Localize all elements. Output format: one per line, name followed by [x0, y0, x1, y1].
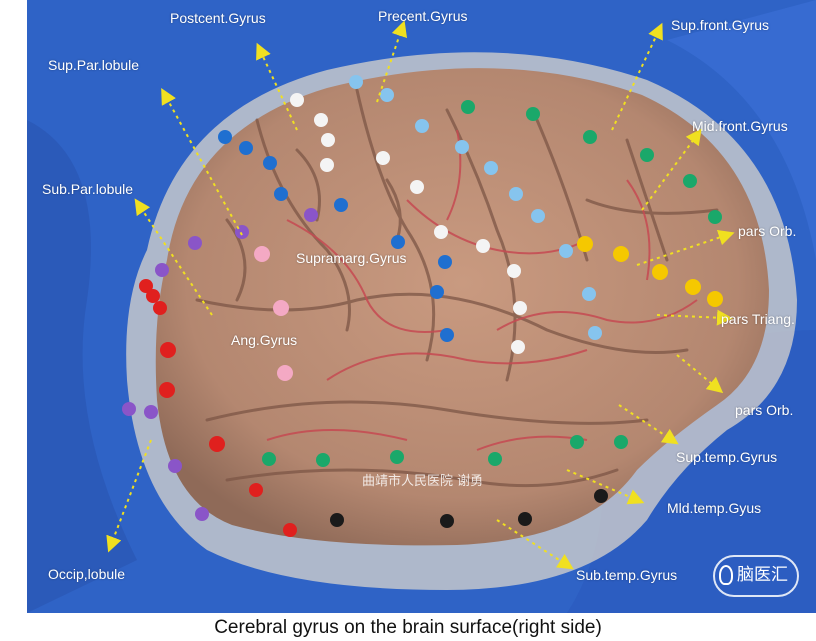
- label-pars-orb-lower: pars Orb.: [735, 402, 794, 418]
- brain-photo: Postcent.Gyrus Precent.Gyrus Sup.front.G…: [27, 0, 816, 613]
- figure-caption: Cerebral gyrus on the brain surface(righ…: [214, 617, 602, 638]
- brain-surface: [155, 68, 769, 546]
- label-sup-front-gyrus: Sup.front.Gyrus: [671, 17, 770, 33]
- label-occip-lobule: Occip,lobule: [48, 566, 126, 582]
- label-mid-front-gyrus: Mid.front.Gyrus: [692, 118, 788, 134]
- label-precent-gyrus: Precent.Gyrus: [378, 8, 468, 24]
- label-pars-orb-upper: pars Orb.: [738, 223, 797, 239]
- label-sub-temp-gyrus: Sub.temp.Gyrus: [576, 567, 678, 583]
- pointer-arrows: [106, 20, 735, 570]
- label-pars-triang: pars Triang.: [721, 311, 795, 327]
- label-ang-gyrus: Ang.Gyrus: [231, 332, 298, 348]
- watermark: 曲靖市人民医院 谢勇: [362, 474, 484, 489]
- label-sup-par-lobule: Sup.Par.lobule: [48, 57, 140, 73]
- marker-pins: [122, 75, 723, 537]
- brand-logo: 脑医汇: [713, 555, 799, 597]
- label-supramarg-gyrus: Supramarg.Gyrus: [296, 250, 407, 266]
- label-postcent-gyrus: Postcent.Gyrus: [170, 10, 266, 26]
- label-sub-par-lobule: Sub.Par.lobule: [42, 181, 134, 197]
- label-sup-temp-gyrus: Sup.temp.Gyrus: [676, 449, 778, 465]
- brain-logo-icon: [719, 565, 733, 585]
- logo-text: 脑医汇: [737, 565, 788, 585]
- brain-illustration: [27, 0, 816, 613]
- label-mid-temp-gyus: Mld.temp.Gyus: [667, 500, 762, 516]
